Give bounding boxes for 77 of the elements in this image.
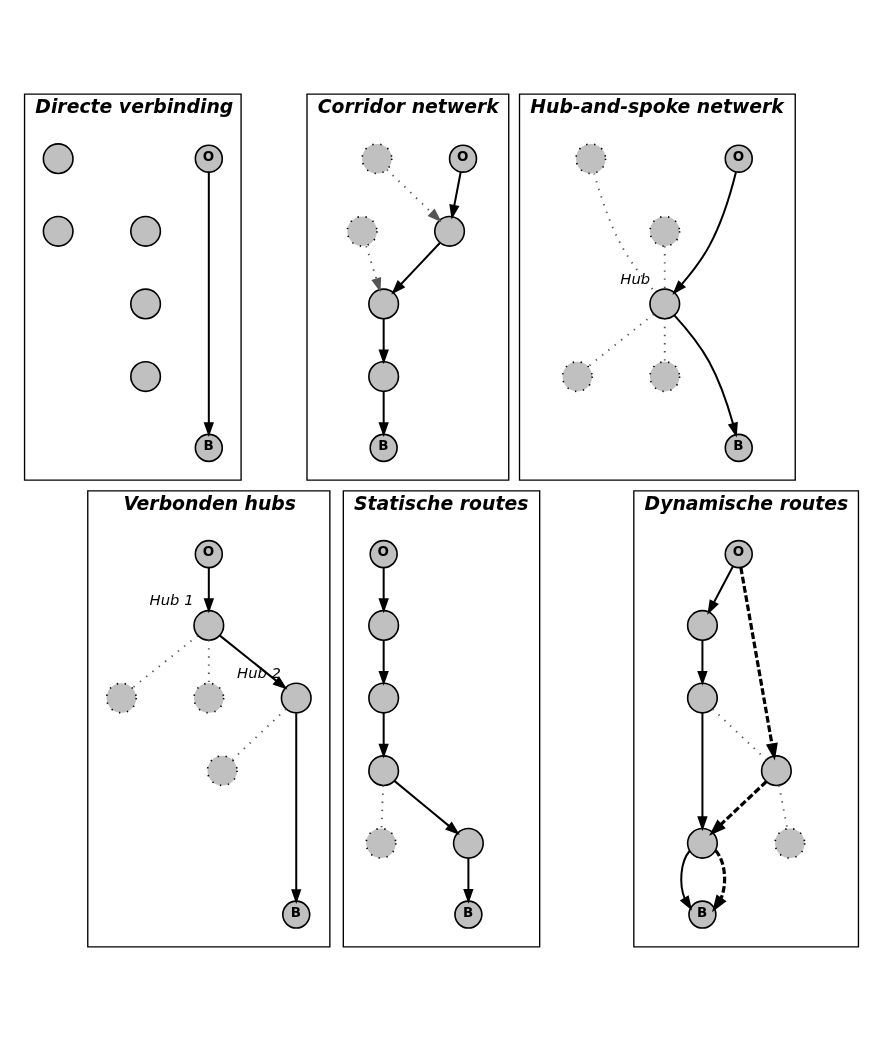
connector — [231, 708, 287, 761]
node-circle — [130, 215, 162, 247]
node-circle: O — [448, 144, 478, 173]
connector — [663, 245, 666, 290]
node-circle: B — [369, 433, 398, 463]
arrow — [709, 780, 768, 836]
node-circle — [686, 827, 719, 859]
arrow — [378, 640, 389, 686]
node-circle — [368, 755, 400, 787]
node-circle — [368, 288, 400, 320]
arrow — [378, 568, 389, 614]
node-circle — [346, 215, 378, 247]
arrow — [386, 168, 442, 223]
connector — [711, 708, 768, 761]
node-circle — [649, 361, 681, 393]
node-circle — [280, 682, 312, 714]
node-circle — [368, 361, 400, 393]
connector — [207, 639, 210, 684]
node-circle — [686, 609, 719, 641]
node-circle — [649, 288, 681, 320]
arrow — [393, 780, 460, 835]
node-circle: B — [688, 900, 717, 929]
arrow — [707, 566, 734, 615]
node-circle — [130, 288, 162, 320]
node-circle: B — [282, 900, 311, 929]
node-circle — [760, 755, 792, 787]
node-label: Hub 1 — [149, 590, 194, 608]
arrow — [291, 713, 302, 905]
node-circle — [130, 361, 162, 393]
arrow — [679, 850, 692, 911]
node-circle: O — [369, 539, 398, 569]
arrow — [219, 634, 288, 690]
node-circle — [365, 827, 397, 859]
node-circle — [433, 215, 466, 247]
node-circle: O — [194, 144, 224, 173]
arrow — [697, 640, 708, 686]
connector — [778, 784, 789, 830]
arrow — [203, 568, 214, 614]
arrow — [463, 858, 474, 904]
node-circle: B — [724, 433, 753, 463]
node-circle — [105, 682, 137, 714]
node-circle — [42, 143, 74, 175]
node-circle — [774, 827, 806, 859]
node-circle — [649, 215, 681, 247]
node-circle — [368, 682, 400, 714]
node-label: Hub — [620, 269, 651, 287]
node-circle — [452, 827, 484, 859]
arrow — [391, 242, 441, 295]
node-circle — [561, 361, 593, 393]
connector — [380, 784, 385, 830]
arrow — [378, 391, 389, 438]
node-circle — [42, 215, 74, 247]
node-circle: O — [194, 539, 224, 569]
node-circle — [193, 609, 225, 641]
arrow — [449, 172, 462, 220]
node-circle — [193, 682, 225, 714]
node-circle: O — [724, 144, 753, 173]
node-circle — [686, 682, 719, 714]
node-circle: B — [454, 900, 483, 929]
node-circle — [368, 609, 400, 641]
arrow — [697, 713, 708, 832]
node-circle — [575, 143, 607, 175]
connector — [587, 313, 655, 368]
arrow — [365, 245, 382, 293]
arrow — [378, 712, 389, 759]
node-circle: B — [194, 433, 224, 463]
arrow — [712, 849, 727, 913]
arrow — [673, 314, 738, 438]
connector — [663, 317, 666, 363]
arrow — [672, 172, 737, 295]
connector — [131, 634, 199, 689]
node-circle — [361, 143, 393, 175]
arrow — [203, 172, 214, 437]
arrow — [378, 318, 389, 365]
arrow — [739, 567, 778, 761]
node-circle: O — [724, 539, 753, 569]
node-circle — [206, 755, 238, 787]
